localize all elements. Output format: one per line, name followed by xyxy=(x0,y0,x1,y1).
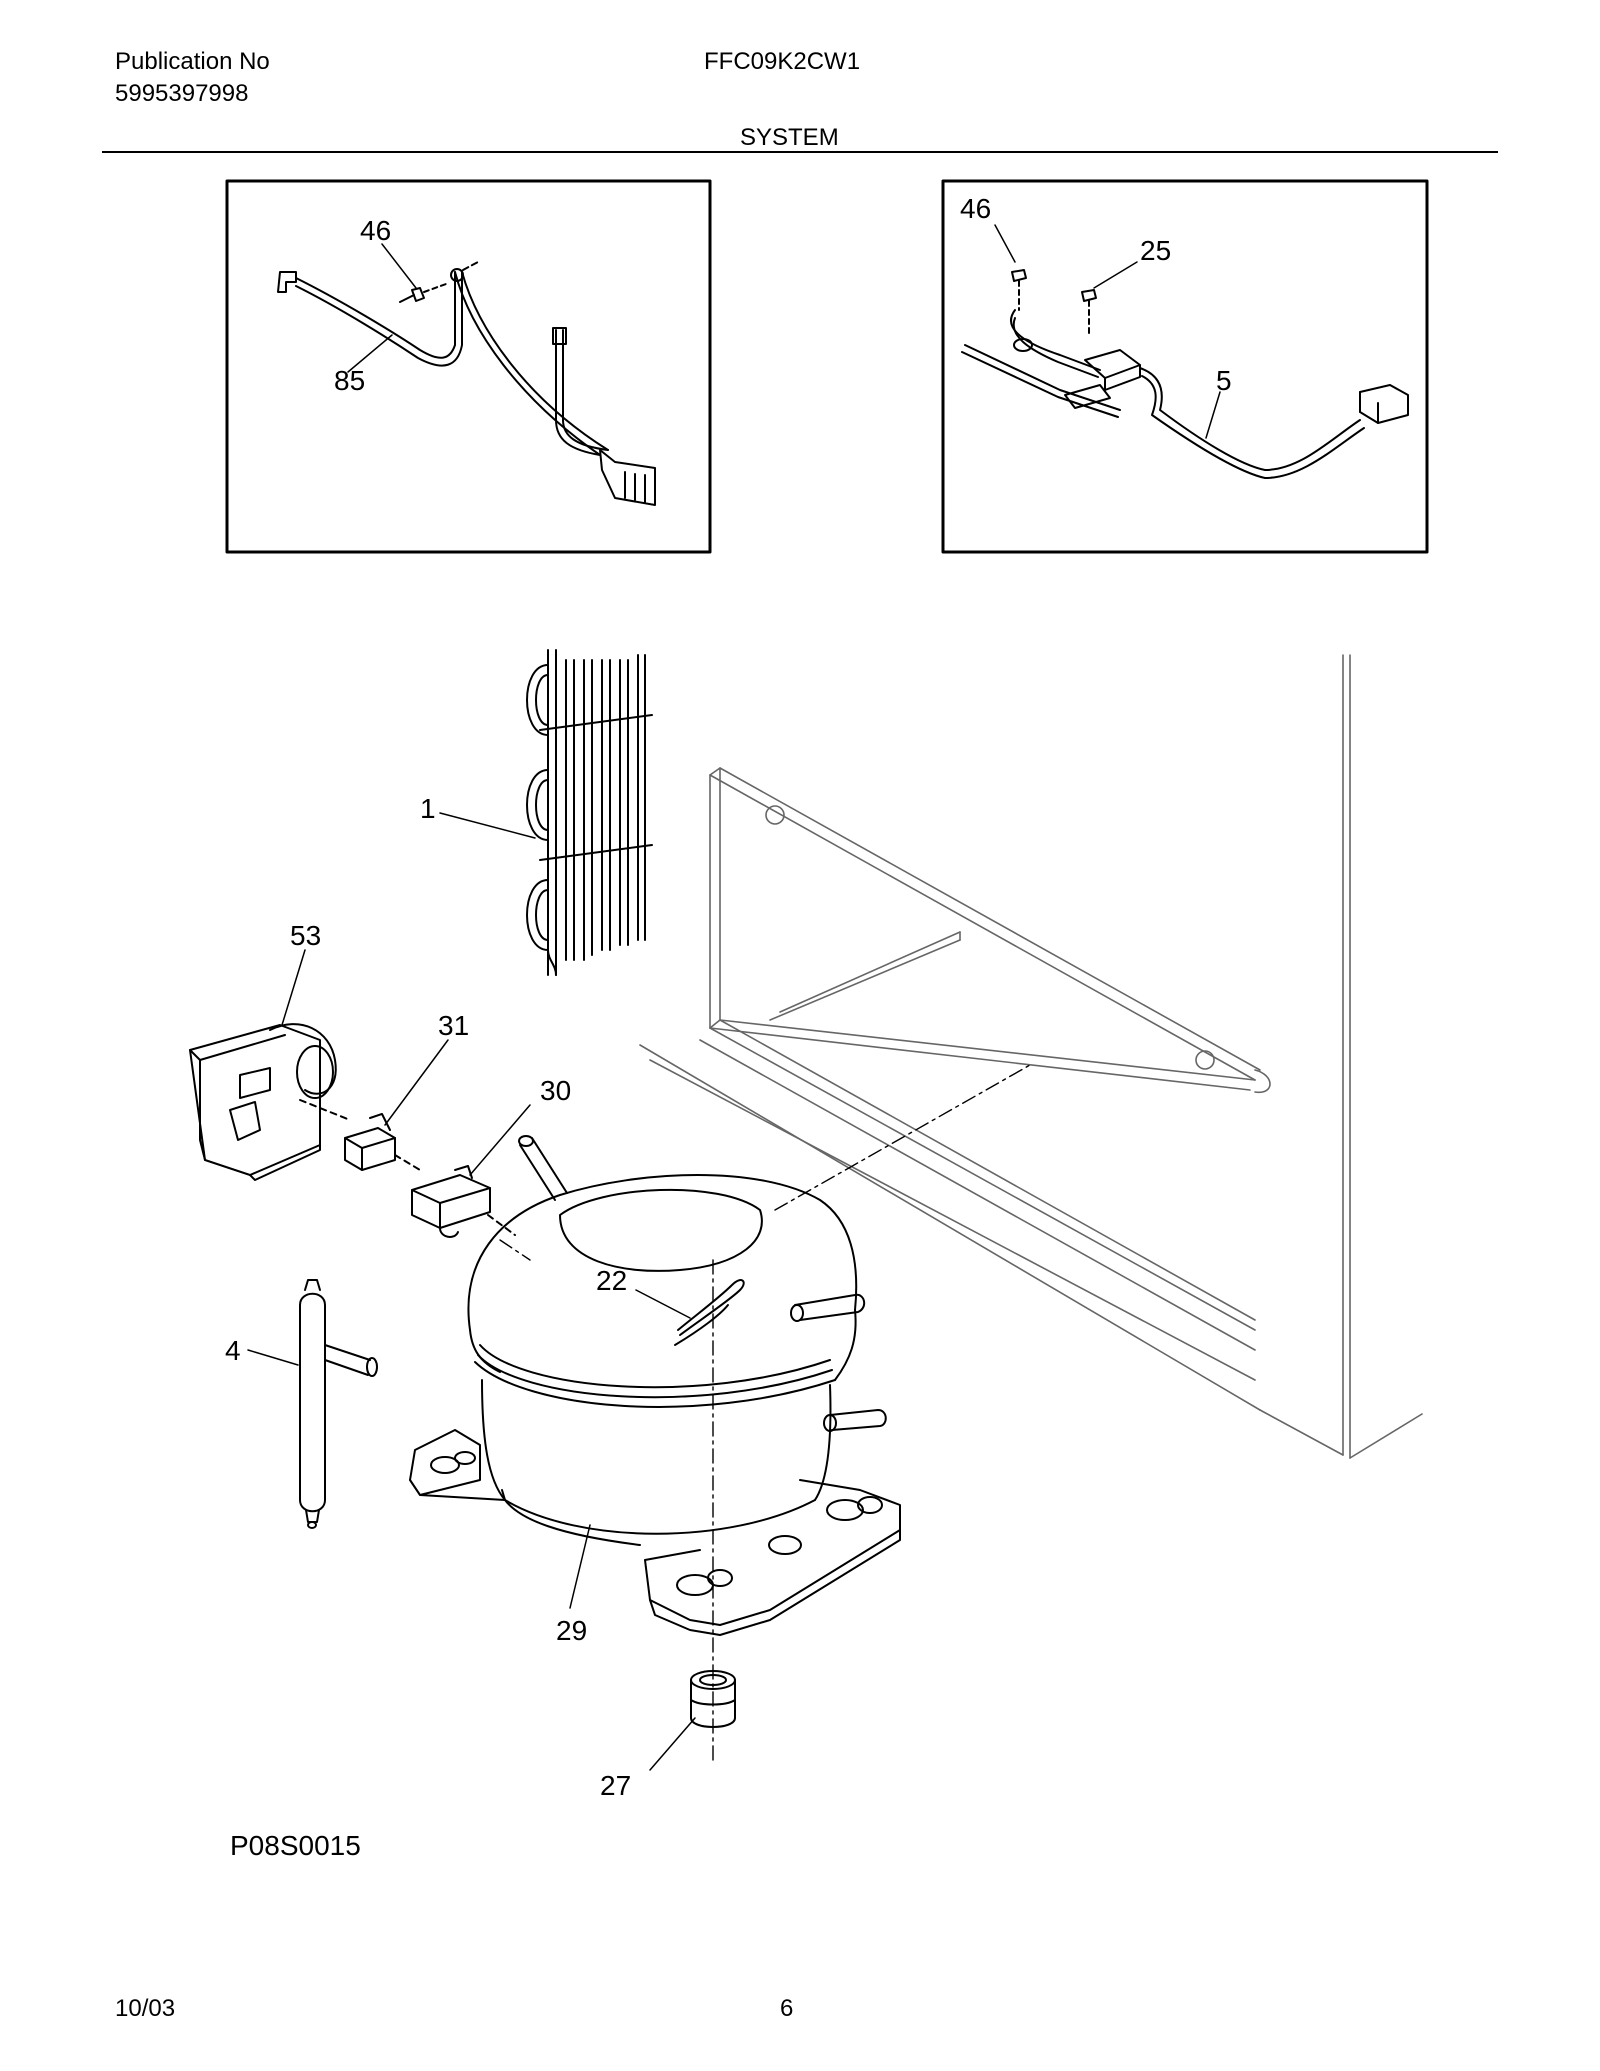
callout-30: 30 xyxy=(540,1075,571,1106)
leader-29 xyxy=(569,1524,591,1609)
callout-25: 25 xyxy=(1140,235,1171,266)
publication-number: 5995397998 xyxy=(115,80,249,107)
callout-1: 1 xyxy=(420,793,436,824)
callout-46-left: 46 xyxy=(360,215,391,246)
overload-31 xyxy=(344,1113,421,1171)
leader-1 xyxy=(439,812,536,839)
drier-4 xyxy=(299,1279,378,1529)
callout-31: 31 xyxy=(438,1010,469,1041)
header-rule xyxy=(102,151,1498,153)
wire-harness-85 xyxy=(277,261,656,506)
callout-22: 22 xyxy=(596,1265,627,1296)
section-title: SYSTEM xyxy=(740,124,839,151)
callout-46-right: 46 xyxy=(960,193,991,224)
leader-85 xyxy=(347,334,393,373)
leader-30 xyxy=(469,1104,531,1176)
condenser-1 xyxy=(526,649,653,976)
relay-30 xyxy=(411,1165,516,1238)
leader-25 xyxy=(1093,261,1138,289)
illustration-code: P08S0015 xyxy=(230,1830,361,1861)
leader-22 xyxy=(635,1289,691,1319)
cabinet-outline xyxy=(639,654,1423,1459)
callout-85: 85 xyxy=(334,365,365,396)
leader-46-right xyxy=(994,224,1016,263)
inset-box-left xyxy=(225,179,712,554)
model-number: FFC09K2CW1 xyxy=(704,48,861,75)
leader-4 xyxy=(247,1349,299,1366)
callout-27: 27 xyxy=(600,1770,631,1801)
leader-31 xyxy=(384,1039,449,1126)
compressor-29 xyxy=(409,1135,901,1636)
inset-box-right xyxy=(941,179,1429,554)
callout-5: 5 xyxy=(1216,365,1232,396)
callout-29: 29 xyxy=(556,1615,587,1646)
leader-27 xyxy=(649,1717,696,1771)
callout-53: 53 xyxy=(290,920,321,951)
callout-4: 4 xyxy=(225,1335,241,1366)
relay-cover-53 xyxy=(189,1023,351,1181)
terminal-clip-22 xyxy=(674,1279,745,1346)
leader-5 xyxy=(1205,391,1221,439)
page-number: 6 xyxy=(780,1995,794,2022)
publication-label: Publication No xyxy=(115,48,270,75)
footer-date: 10/03 xyxy=(115,1995,176,2022)
alignment-lines xyxy=(499,1064,1031,1761)
thermostat-assembly-5 xyxy=(961,269,1409,479)
leader-53 xyxy=(281,949,306,1026)
leader-46-left xyxy=(381,243,417,289)
